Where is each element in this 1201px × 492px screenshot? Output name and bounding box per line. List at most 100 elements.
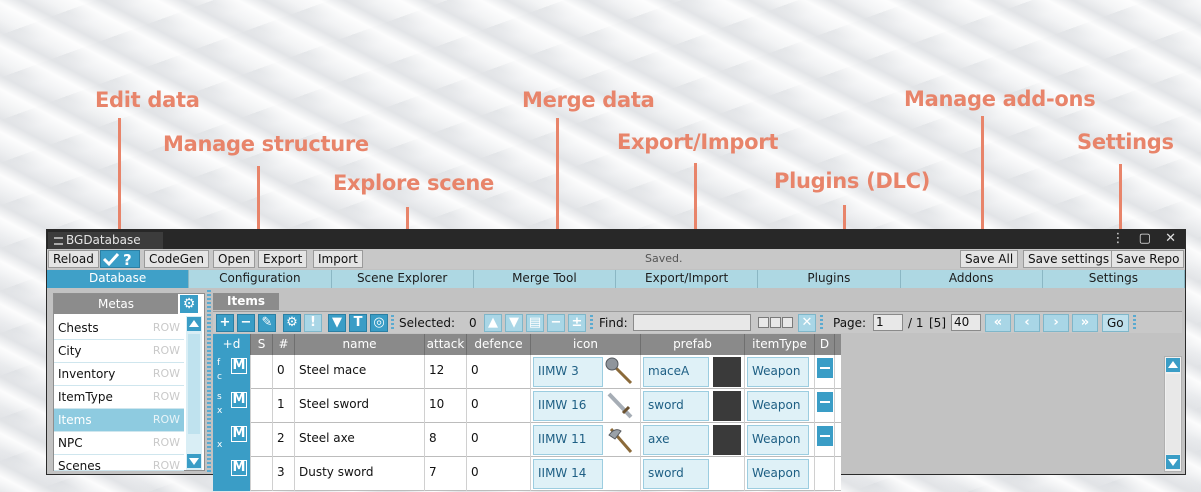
delete-row-icon[interactable] [817, 358, 833, 378]
itemtype-reference-field[interactable]: Weapon [747, 459, 809, 489]
column-header[interactable]: icon [531, 334, 641, 355]
scroll-down-icon[interactable] [187, 454, 201, 468]
arrow-down-icon[interactable]: ▼ [505, 314, 523, 332]
cell-defence[interactable]: 0 [467, 423, 531, 457]
export-button[interactable]: Export [258, 250, 308, 268]
first-page-icon[interactable]: « [985, 314, 1011, 332]
cell-name[interactable]: Steel axe [295, 423, 425, 457]
reload-button[interactable]: Reload [48, 250, 99, 268]
prefab-reference-field[interactable]: axe [643, 425, 709, 455]
cell-attack[interactable]: 10 [425, 389, 467, 423]
grid-scrollbar[interactable] [1164, 356, 1182, 472]
alert-icon[interactable]: ! [304, 314, 322, 332]
column-header[interactable]: name [295, 334, 425, 355]
itemtype-reference-field[interactable]: Weapon [747, 391, 809, 421]
add-column-icon[interactable]: +d [213, 334, 251, 355]
scroll-track[interactable] [1166, 374, 1180, 454]
page-input[interactable]: 1 [873, 314, 903, 331]
prev-page-icon[interactable]: ‹ [1014, 314, 1040, 332]
window-tab[interactable]: BGDatabase [48, 232, 163, 249]
add-row-icon[interactable]: + [216, 314, 234, 332]
delete-row-icon[interactable] [817, 392, 833, 412]
metas-scrollbar[interactable] [186, 316, 202, 470]
save-all-button[interactable]: Save All [960, 250, 1019, 268]
scroll-down-icon[interactable] [1166, 455, 1180, 469]
icon-reference-field[interactable]: IIMW 16 [533, 391, 603, 421]
gear-icon[interactable]: ⚙ [283, 314, 301, 332]
open-button[interactable]: Open [213, 250, 256, 268]
tab-database[interactable]: Database [47, 270, 190, 288]
cell-defence[interactable]: 0 [467, 355, 531, 389]
find-option-checkbox[interactable] [770, 317, 781, 328]
edit-row-icon[interactable]: M [231, 426, 247, 442]
items-tab[interactable]: Items [213, 293, 279, 310]
icon-reference-field[interactable]: IIMW 3 [533, 357, 603, 387]
table-row[interactable]: s x M 1 Steel sword 10 0 IIMW 16 sw [213, 389, 841, 423]
save-repo-button[interactable]: Save Repo [1111, 250, 1185, 268]
icon-reference-field[interactable]: IIMW 11 [533, 425, 603, 455]
next-page-icon[interactable]: › [1043, 314, 1069, 332]
scroll-up-icon[interactable] [1166, 358, 1180, 372]
cell-defence[interactable]: 0 [467, 389, 531, 423]
itemtype-reference-field[interactable]: Weapon [747, 425, 809, 455]
gear-icon[interactable]: ⚙ [180, 295, 198, 313]
clear-find-icon[interactable]: ✕ [798, 314, 816, 332]
prefab-reference-field[interactable]: sword [643, 459, 709, 489]
target-icon[interactable]: ◎ [370, 314, 388, 332]
codegen-button[interactable]: CodeGen [144, 250, 210, 268]
column-header[interactable]: attack [425, 334, 467, 355]
scroll-up-icon[interactable] [187, 317, 201, 331]
cell-name[interactable]: Steel mace [295, 355, 425, 389]
edit-row-icon[interactable]: M [231, 392, 247, 408]
expand-collapse-icon[interactable]: ± [568, 314, 586, 332]
table-row[interactable]: M 3 Dusty sword 7 0 IIMW 14 sword Weapon [213, 457, 841, 491]
cell-attack[interactable]: 12 [425, 355, 467, 389]
filter-icon[interactable]: ▼ [328, 314, 346, 332]
collapse-icon[interactable]: − [547, 314, 565, 332]
tab-plugins[interactable]: Plugins [758, 270, 901, 288]
save-settings-button[interactable]: Save settings [1023, 250, 1115, 268]
edit-row-icon[interactable]: M [231, 460, 247, 476]
tab-configuration[interactable]: Configuration [189, 270, 332, 288]
window-controls[interactable]: ⋮ ▢ ✕ [1111, 231, 1181, 246]
edit-row-icon[interactable]: M [231, 358, 247, 374]
tab-export-import[interactable]: Export/Import [616, 270, 759, 288]
itemtype-reference-field[interactable]: Weapon [747, 357, 809, 387]
tab-merge-tool[interactable]: Merge Tool [473, 270, 616, 288]
cell-name[interactable]: Steel sword [295, 389, 425, 423]
column-header[interactable]: defence [467, 334, 531, 355]
import-button[interactable]: Import [313, 250, 363, 268]
edit-icon[interactable]: ✎ [258, 314, 276, 332]
column-header[interactable]: itemType [745, 334, 815, 355]
prefab-reference-field[interactable]: maceA [643, 357, 709, 387]
cell-attack[interactable]: 7 [425, 457, 467, 491]
filter-field-icon[interactable]: T [349, 314, 367, 332]
cell-name[interactable]: Dusty sword [295, 457, 425, 491]
remove-row-icon[interactable]: − [237, 314, 255, 332]
go-button[interactable]: Go [1102, 314, 1129, 332]
column-header[interactable]: D [815, 334, 835, 355]
cell-defence[interactable]: 0 [467, 457, 531, 491]
column-header[interactable]: S [251, 334, 273, 355]
find-input[interactable] [633, 314, 751, 331]
column-header[interactable]: prefab [641, 334, 745, 355]
prefab-reference-field[interactable]: sword [643, 391, 709, 421]
table-row[interactable]: x M 2 Steel axe 8 0 IIMW 11 axe [213, 423, 841, 457]
copy-icon[interactable]: ▤ [526, 314, 544, 332]
tab-addons[interactable]: Addons [900, 270, 1043, 288]
column-header[interactable]: # [273, 334, 295, 355]
table-row[interactable]: f c M 0 Steel mace 12 0 IIMW 3 mace [213, 355, 841, 389]
check-help-button[interactable]: ? [100, 250, 140, 269]
cell-attack[interactable]: 8 [425, 423, 467, 457]
tab-settings[interactable]: Settings [1042, 270, 1185, 288]
icon-reference-field[interactable]: IIMW 14 [533, 459, 603, 489]
find-option-checkbox[interactable] [758, 317, 769, 328]
tab-scene-explorer[interactable]: Scene Explorer [331, 270, 474, 288]
scroll-thumb[interactable] [188, 334, 200, 434]
